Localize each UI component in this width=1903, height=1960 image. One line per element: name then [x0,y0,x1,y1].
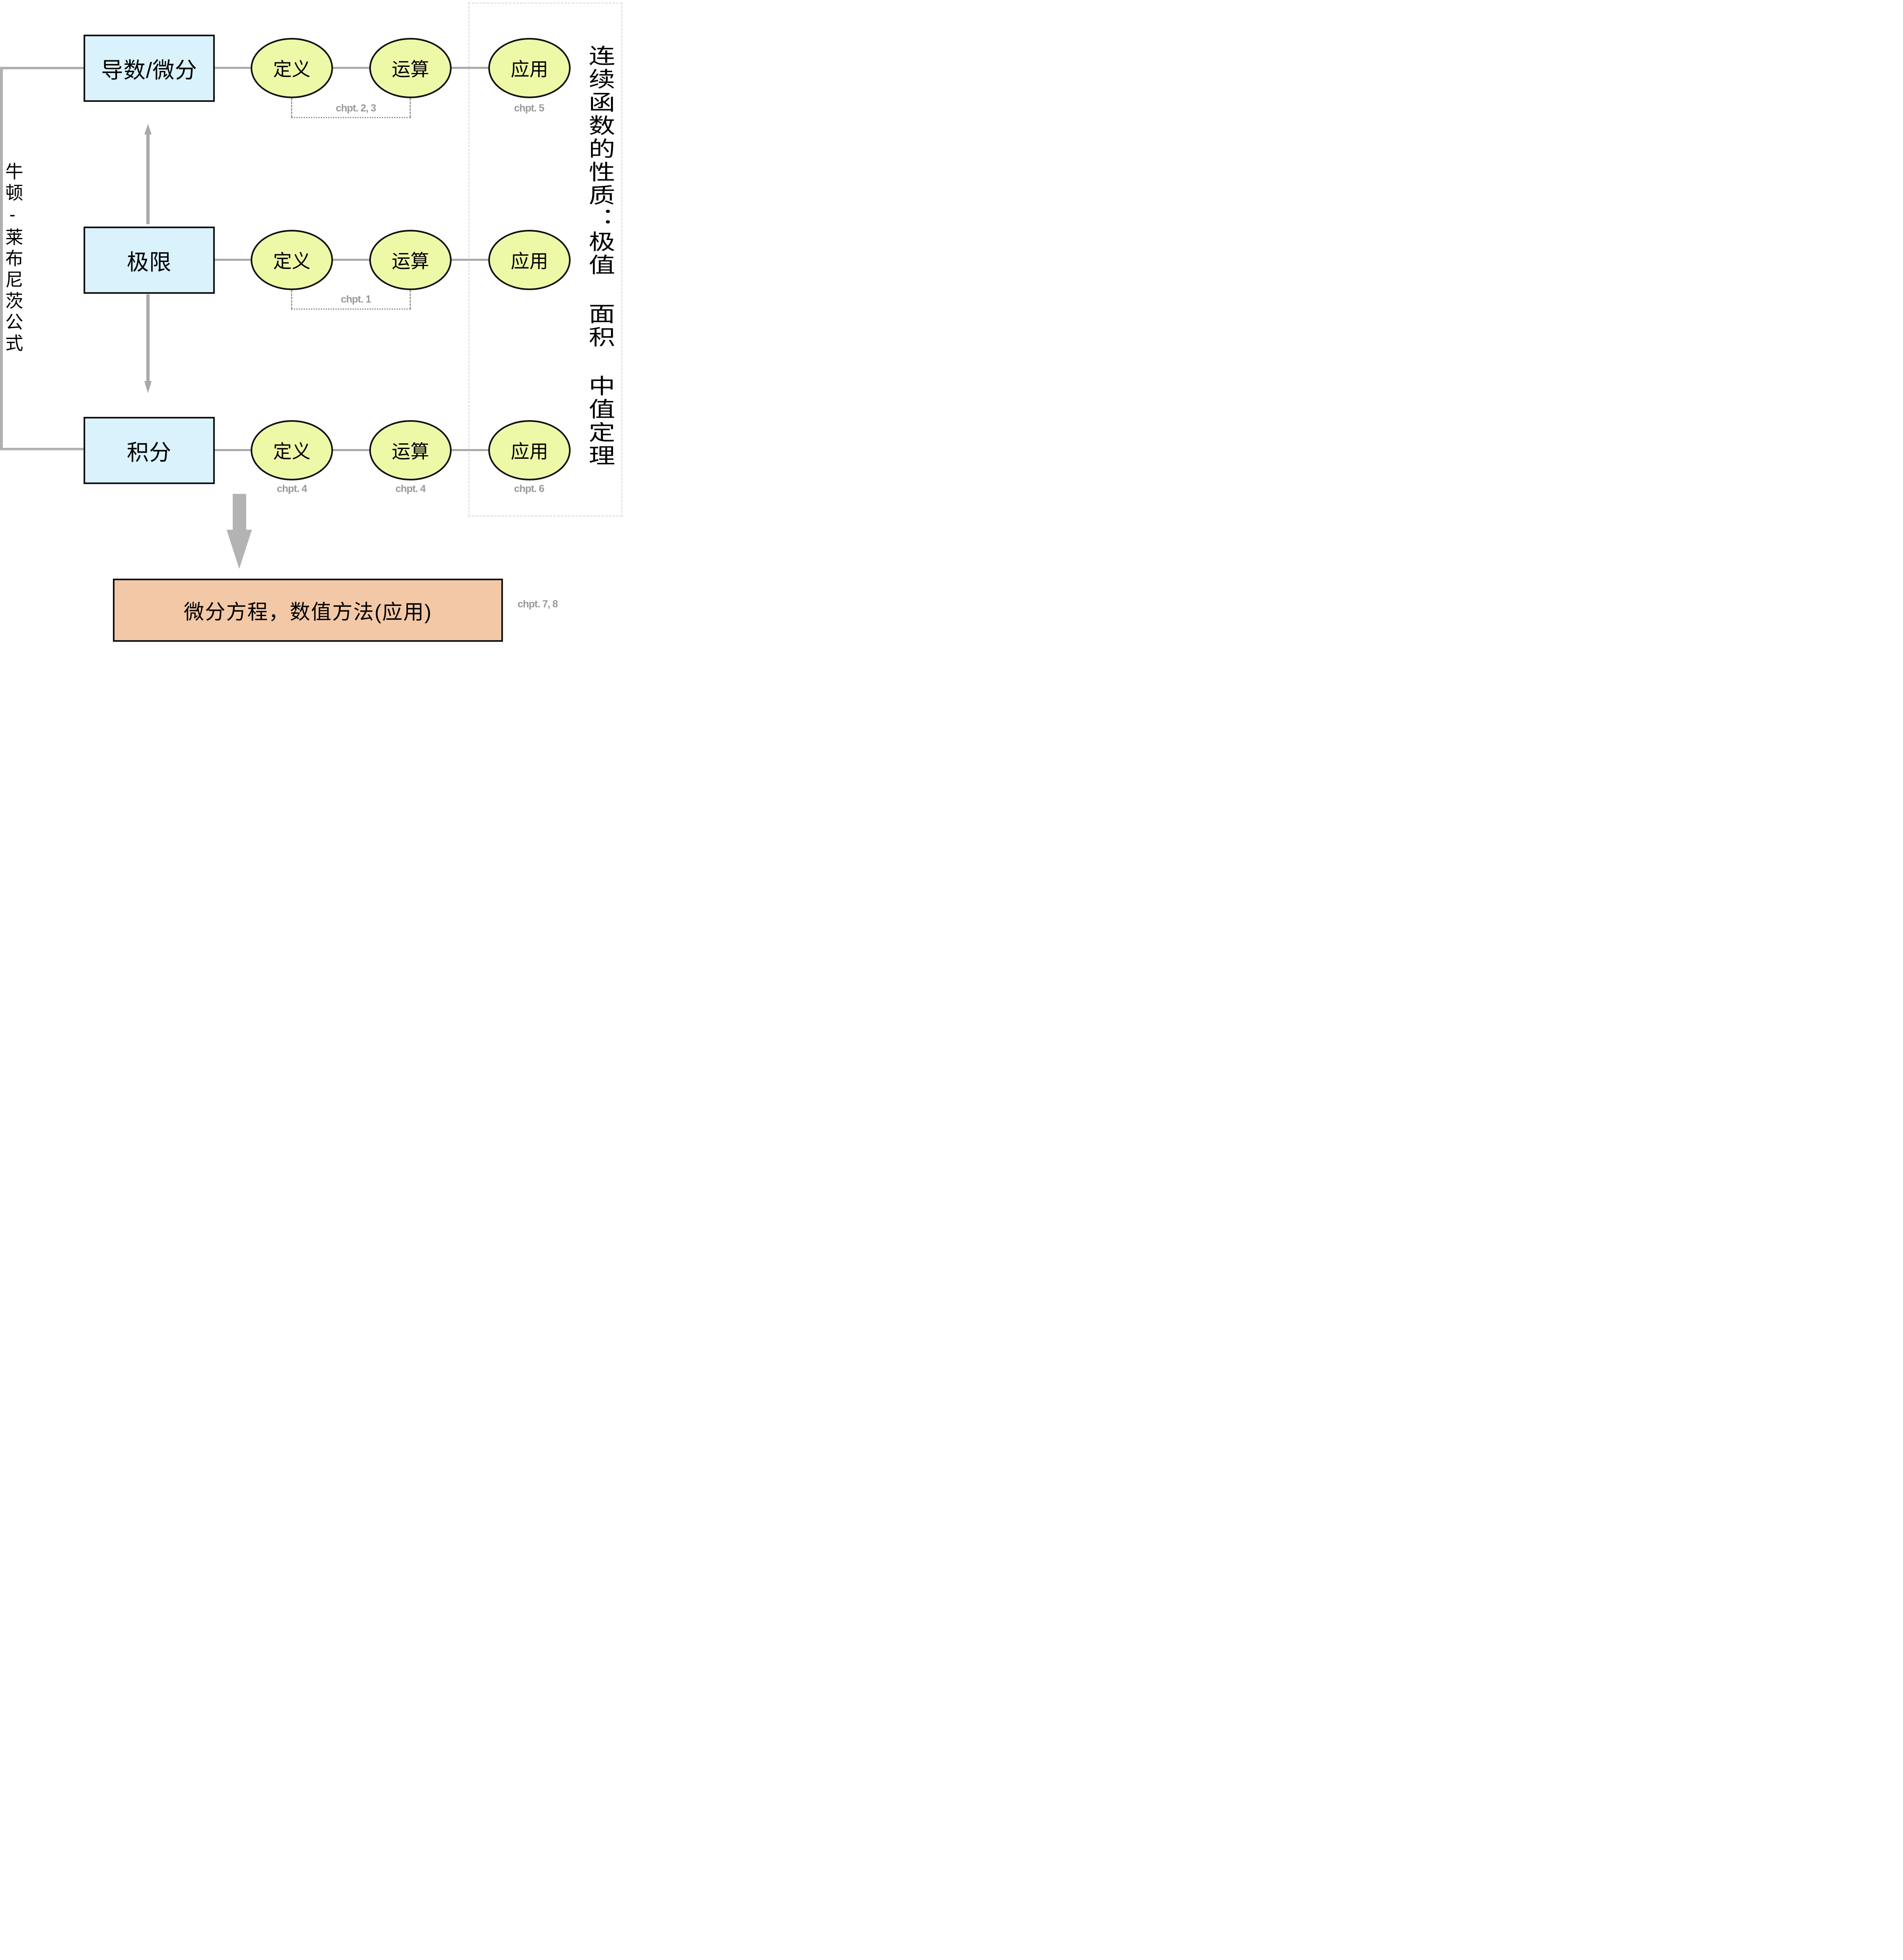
node-application-row2: 应用 [488,230,571,290]
node-application-row1: 应用 [488,38,571,98]
big-down-arrow-shaft [233,494,246,530]
connector-row2-definition-operation [333,259,369,261]
node-definition-row3: 定义 [251,420,333,480]
connector-row2-box-definition [215,259,251,261]
bracket-row2-left-dash [291,290,292,309]
chapter-label-bottom: chpt. 7, 8 [517,598,558,610]
chapter-label-row1-application: chpt. 5 [514,102,545,114]
up-arrow-head-icon [144,124,152,134]
up-arrow-shaft [146,134,150,224]
connector-row3-operation-application [452,449,488,451]
connector-row3-definition-operation [333,449,369,451]
connector-row1-operation-application [452,67,488,69]
connector-row2-operation-application [452,259,488,261]
bracket-row2-right-dash [410,290,411,309]
newton-leibniz-bracket-vertical-line [0,67,3,449]
node-operation-row3: 运算 [369,420,452,480]
box-integral: 积分 [84,417,215,484]
node-definition-row1: 定义 [251,38,333,98]
big-down-arrow-head-icon [227,530,252,569]
bracket-row1-right-dash [410,98,411,117]
newton-leibniz-bracket-bottom-line [0,448,84,450]
node-definition-row2: 定义 [251,230,333,290]
chapter-label-row3-operation: chpt. 4 [395,483,426,495]
newton-leibniz-label: 牛顿-莱布尼茨公式 [2,162,22,355]
chapter-label-row3-definition: chpt. 4 [277,483,307,495]
chapter-label-row1-bracket: chpt. 2, 3 [335,102,376,114]
bracket-row2-bottom-dash [291,308,411,310]
continuous-function-properties-label: 连续函数的性质：极值 面积 中值定理 [584,45,614,468]
node-operation-row2: 运算 [369,230,452,290]
node-operation-row1: 运算 [369,38,452,98]
connector-row1-definition-operation [333,67,369,69]
bracket-row1-bottom-dash [291,117,411,118]
down-arrow-head-icon [144,381,152,393]
newton-leibniz-bracket-top-line [0,67,84,69]
chapter-label-row2-bracket: chpt. 1 [341,293,371,305]
box-limit: 极限 [84,227,215,294]
calculus-structure-diagram: 牛顿-莱布尼茨公式 连续函数的性质：极值 面积 中值定理 导数/微分 定义 运算… [0,0,626,645]
box-differential-equations-numerical-methods: 微分方程，数值方法(应用) [113,579,503,642]
bracket-row1-left-dash [291,98,292,117]
node-application-row3: 应用 [488,420,571,480]
box-derivative-differential: 导数/微分 [84,35,215,102]
connector-row1-box-definition [215,67,251,69]
chapter-label-row3-application: chpt. 6 [514,483,545,495]
down-arrow-shaft [146,294,150,381]
connector-row3-box-definition [215,449,251,451]
